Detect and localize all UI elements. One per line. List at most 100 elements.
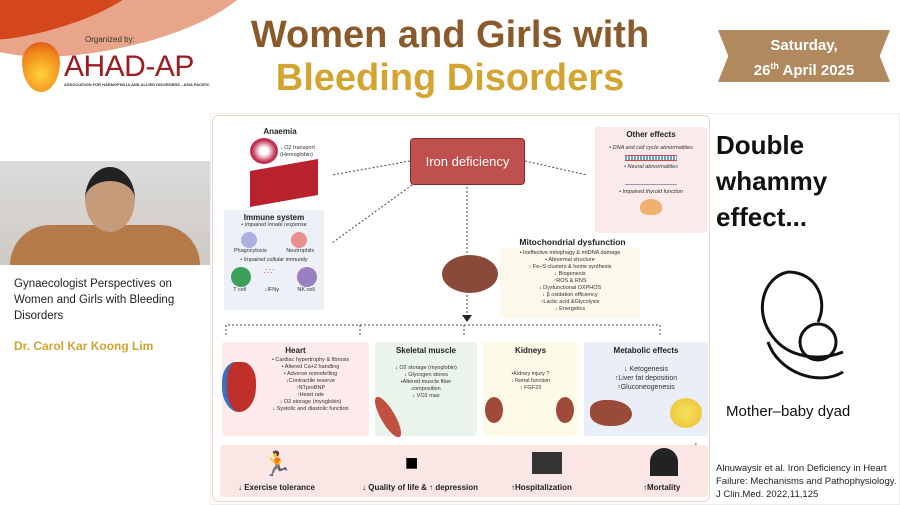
other-effects-item: • DNA and cell cycle abnormalities bbox=[609, 145, 693, 151]
immune-item: NK cell bbox=[297, 287, 315, 293]
metabolic-item: ↑Gluconeogenesis bbox=[617, 384, 675, 391]
kidneys-item: ↓ Renal function bbox=[510, 378, 551, 384]
speaker-shoulders bbox=[10, 225, 200, 265]
kidneys-item: •Kidney injury ? bbox=[511, 371, 550, 377]
heart-item: • Altered Ca+2 handling bbox=[281, 364, 340, 370]
t-cell-icon bbox=[230, 267, 251, 287]
immune-item: ↓IFNγ bbox=[264, 287, 279, 293]
mito-title: Mitochondrial dysfunction bbox=[519, 237, 626, 247]
mitochondrion-icon bbox=[442, 255, 498, 293]
mito-item: ↓ Energetics bbox=[554, 306, 586, 312]
mito-item: ↑Lactic acid &Glycolysis bbox=[540, 299, 600, 305]
mito-item: ↑ROS & RNS bbox=[553, 278, 587, 284]
muscle-title: Skeletal muscle bbox=[395, 346, 457, 355]
mito-item: ↓ Biogenesis bbox=[554, 271, 586, 277]
neuron-icon bbox=[625, 175, 677, 185]
mito-item: ↓ Fe–S clusters & heme synthesis bbox=[528, 264, 612, 270]
anaemia-title: Anaemia bbox=[263, 127, 297, 136]
event-title-line2: Bleeding Disorders bbox=[275, 57, 625, 99]
mother-baby-icon bbox=[760, 270, 844, 380]
heart-organ-icon bbox=[222, 362, 256, 412]
muscle-item: ↓ O2 storage (myoglobin) bbox=[395, 365, 457, 371]
immune-item: T cell bbox=[233, 287, 247, 293]
mito-item: • Ineffective mitophagy & mtDNA damage bbox=[519, 250, 621, 256]
ifn-icon: ∴∵ bbox=[263, 267, 275, 276]
speaker-face bbox=[85, 167, 135, 232]
depression-icon: ■ bbox=[405, 450, 419, 475]
anaemia-text: ↓ O2 transport (Hemoglobin) bbox=[280, 145, 315, 158]
heart-title: Heart bbox=[285, 346, 306, 355]
immune-item: • Impaired cellular immunity bbox=[240, 257, 308, 263]
event-title-line1: Women and Girls with bbox=[250, 14, 650, 56]
immune-item: Neutrophils bbox=[286, 248, 315, 254]
date-month-year: April 2025 bbox=[778, 62, 855, 79]
dna-icon bbox=[625, 155, 677, 161]
neutrophil-icon bbox=[291, 232, 307, 248]
ahad-logo-drop-icon bbox=[22, 42, 60, 92]
outcome-hospitalization: ↑Hospitalization bbox=[511, 483, 572, 492]
kidney-right-icon bbox=[556, 397, 574, 423]
metabolic-item: ↑Liver fat deposition bbox=[614, 375, 678, 382]
other-effects-item: • Impaired thyroid function bbox=[619, 189, 683, 195]
hemoglobin-icon bbox=[250, 138, 278, 164]
phagocyte-icon bbox=[241, 232, 257, 248]
double-whammy-heading: Double whammy effect... bbox=[716, 130, 828, 232]
citation: Alnuwaysir et al. Iron Deficiency in Hea… bbox=[716, 463, 897, 500]
skeletal-muscle-box: Skeletal muscle ↓ O2 storage (myoglobin)… bbox=[370, 342, 477, 441]
kidneys-title: Kidneys bbox=[514, 346, 547, 355]
outcome-quality-of-life: ↓ Quality of life & ↑ depression bbox=[362, 483, 479, 492]
other-effects-item: • Neural abnormalities bbox=[624, 164, 678, 170]
speaker-video-feed[interactable] bbox=[0, 147, 210, 265]
metabolic-title: Metabolic effects bbox=[613, 346, 679, 355]
video-slide-strip bbox=[0, 147, 210, 161]
mito-item: ↓ Dysfunctional OXPHOS bbox=[538, 285, 602, 291]
heart-item: ↑NTproBNP bbox=[295, 385, 326, 391]
nk-cell-icon bbox=[297, 267, 318, 287]
event-date-banner: Saturday, 26th April 2025 bbox=[718, 30, 890, 82]
date-full: 26th April 2025 bbox=[718, 56, 890, 81]
immune-title: Immune system bbox=[243, 213, 305, 222]
arrow-to-other bbox=[524, 160, 588, 176]
speaker-name: Dr. Carol Kar Koong Lim bbox=[14, 339, 154, 353]
heart-item: ↓ O2 storage (myoglobin) bbox=[279, 399, 342, 405]
mito-item: • Abnormal structure bbox=[545, 257, 595, 263]
date-suffix: th bbox=[770, 61, 779, 71]
ahad-logo-subtitle: ASSOCIATION FOR HAEMOPHILIA AND ALLIED D… bbox=[64, 82, 210, 87]
other-effects-title: Other effects bbox=[626, 130, 676, 139]
session-title: Gynaecologist Perspectives on Women and … bbox=[14, 278, 175, 322]
heart-item: • Adverse remodelling bbox=[283, 371, 338, 377]
heart-box: Heart • Cardiac hypertrophy & fibrosis •… bbox=[222, 342, 369, 436]
kidneys-box: Kidneys •Kidney injury ? ↓ Renal functio… bbox=[483, 342, 578, 436]
immune-item: • Impaired innate response bbox=[241, 222, 307, 228]
immune-item: Phagocytosis bbox=[233, 248, 267, 254]
arrow-to-immune bbox=[331, 184, 413, 244]
muscle-item: ↓ Glycogen stores bbox=[403, 372, 449, 378]
running-icon: 🏃 bbox=[262, 451, 292, 478]
date-day: 26 bbox=[753, 62, 771, 79]
outcome-exercise: ↓ Exercise tolerance bbox=[238, 483, 315, 492]
mito-item: ↓ β oxidation efficiency bbox=[542, 292, 598, 298]
heart-item: ↑Heart rate bbox=[296, 392, 325, 398]
kidney-left-icon bbox=[485, 397, 503, 423]
mother-baby-dyad-label: Mother–baby dyad bbox=[726, 403, 851, 420]
organized-by-label: Organized by: bbox=[85, 35, 135, 44]
iron-deficiency-node: Iron deficiency bbox=[410, 138, 525, 185]
muscle-icon bbox=[370, 393, 406, 441]
muscle-item: •Altered muscle fiber composition bbox=[400, 379, 452, 392]
metabolic-effects-box: Metabolic effects ↓ Ketogenesis ↑Liver f… bbox=[584, 342, 708, 436]
thyroid-icon bbox=[640, 199, 662, 215]
metabolic-item: ↓ Ketogenesis bbox=[624, 366, 668, 373]
branch-line bbox=[225, 324, 661, 335]
heart-item: ↓Contractile reserve bbox=[286, 378, 335, 384]
fat-cells-icon bbox=[670, 398, 702, 428]
heart-item: • Cardiac hypertrophy & fibrosis bbox=[271, 357, 350, 363]
immune-system-box: Immune system • Impaired innate response… bbox=[224, 210, 324, 310]
arrow-to-anaemia bbox=[331, 160, 411, 176]
other-effects-box: Other effects • DNA and cell cycle abnor… bbox=[595, 127, 707, 233]
outcome-mortality: ↑Mortality bbox=[643, 483, 681, 492]
hospital-icon bbox=[532, 452, 562, 474]
heart-item: ↓ Systolic and diastolic function bbox=[272, 406, 349, 412]
liver-icon bbox=[590, 400, 632, 426]
ahad-logo-text: AHAD-AP bbox=[64, 50, 194, 83]
muscle-item: ↓ VO2 max bbox=[412, 393, 440, 399]
